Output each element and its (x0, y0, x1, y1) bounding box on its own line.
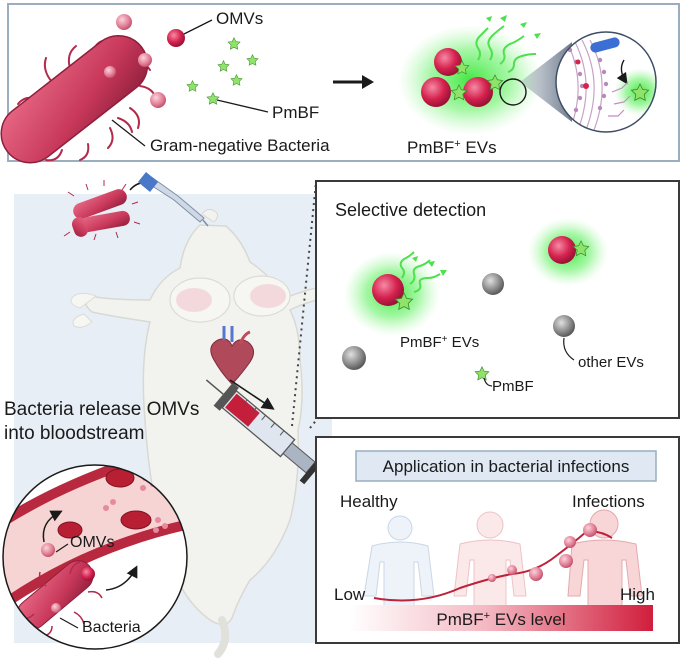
bacteria-cluster-icon (63, 180, 141, 241)
inset-bacteria-label: Bacteria (82, 619, 141, 636)
bacteria-pointer-line (111, 119, 146, 147)
other-evs-label: other EVs (578, 354, 644, 371)
pmbf-evs-cluster (398, 15, 542, 135)
inset-omvs-label: OMVs (70, 534, 114, 551)
mouse-section: Bacteria release OMVs into bloodstream (2, 172, 349, 658)
application-title-box (355, 450, 657, 482)
detection-evs-label: PmBF+ EVs (400, 334, 479, 351)
blood-draw-arrow (229, 379, 275, 410)
omv-particles (104, 14, 185, 108)
detection-title: Selective detection (335, 200, 486, 220)
trend-curve (373, 523, 613, 602)
other-evs (342, 273, 575, 370)
infected-person-icon-mild (453, 511, 527, 627)
process-arrow (333, 75, 374, 89)
omvs-pointer-line (183, 19, 213, 35)
free-pmbf-pointer (483, 377, 493, 387)
free-pmbf-label: PmBF (492, 378, 534, 395)
healthy-label: Healthy (340, 492, 398, 511)
pmbf-label-top: PmBF (272, 103, 319, 122)
release-label-line1: Bacteria release OMVs (4, 399, 199, 420)
zoom-connector-lines (291, 181, 319, 429)
zoom-beam (520, 42, 572, 122)
detected-ev-left (344, 251, 447, 336)
low-label: Low (334, 585, 366, 604)
mouse-illustration (70, 208, 349, 658)
gram-negative-bacteria-label: Gram-negative Bacteria (150, 136, 330, 155)
infections-label: Infections (572, 492, 645, 511)
syringe-icon (205, 379, 327, 485)
heart-icon (210, 326, 254, 385)
evs-level-label: PmBF+ EVs level (436, 610, 565, 629)
pmbf-evs-label-top: PmBF+ EVs (407, 138, 497, 157)
evs-level-gradient-bar (349, 605, 653, 631)
healthy-person-icon (363, 515, 435, 627)
selective-detection-panel: Selective detection PmBF+ EVs other EVs (315, 180, 680, 419)
omvs-label: OMVs (216, 9, 263, 28)
application-panel: Application in bacterial infections Heal… (315, 436, 680, 644)
membrane-zoom-circle (555, 31, 657, 133)
top-panel: OMVs PmBF Gram-negative Bacteria (0, 3, 680, 164)
other-evs-pointer (563, 337, 575, 361)
application-title: Application in bacterial infections (383, 457, 630, 476)
pmbf-pointer-line (216, 99, 269, 113)
detected-ev-right (528, 218, 608, 286)
release-label-line2: into bloodstream (4, 423, 144, 444)
pipette-icon (138, 172, 209, 227)
high-label: High (620, 585, 655, 604)
